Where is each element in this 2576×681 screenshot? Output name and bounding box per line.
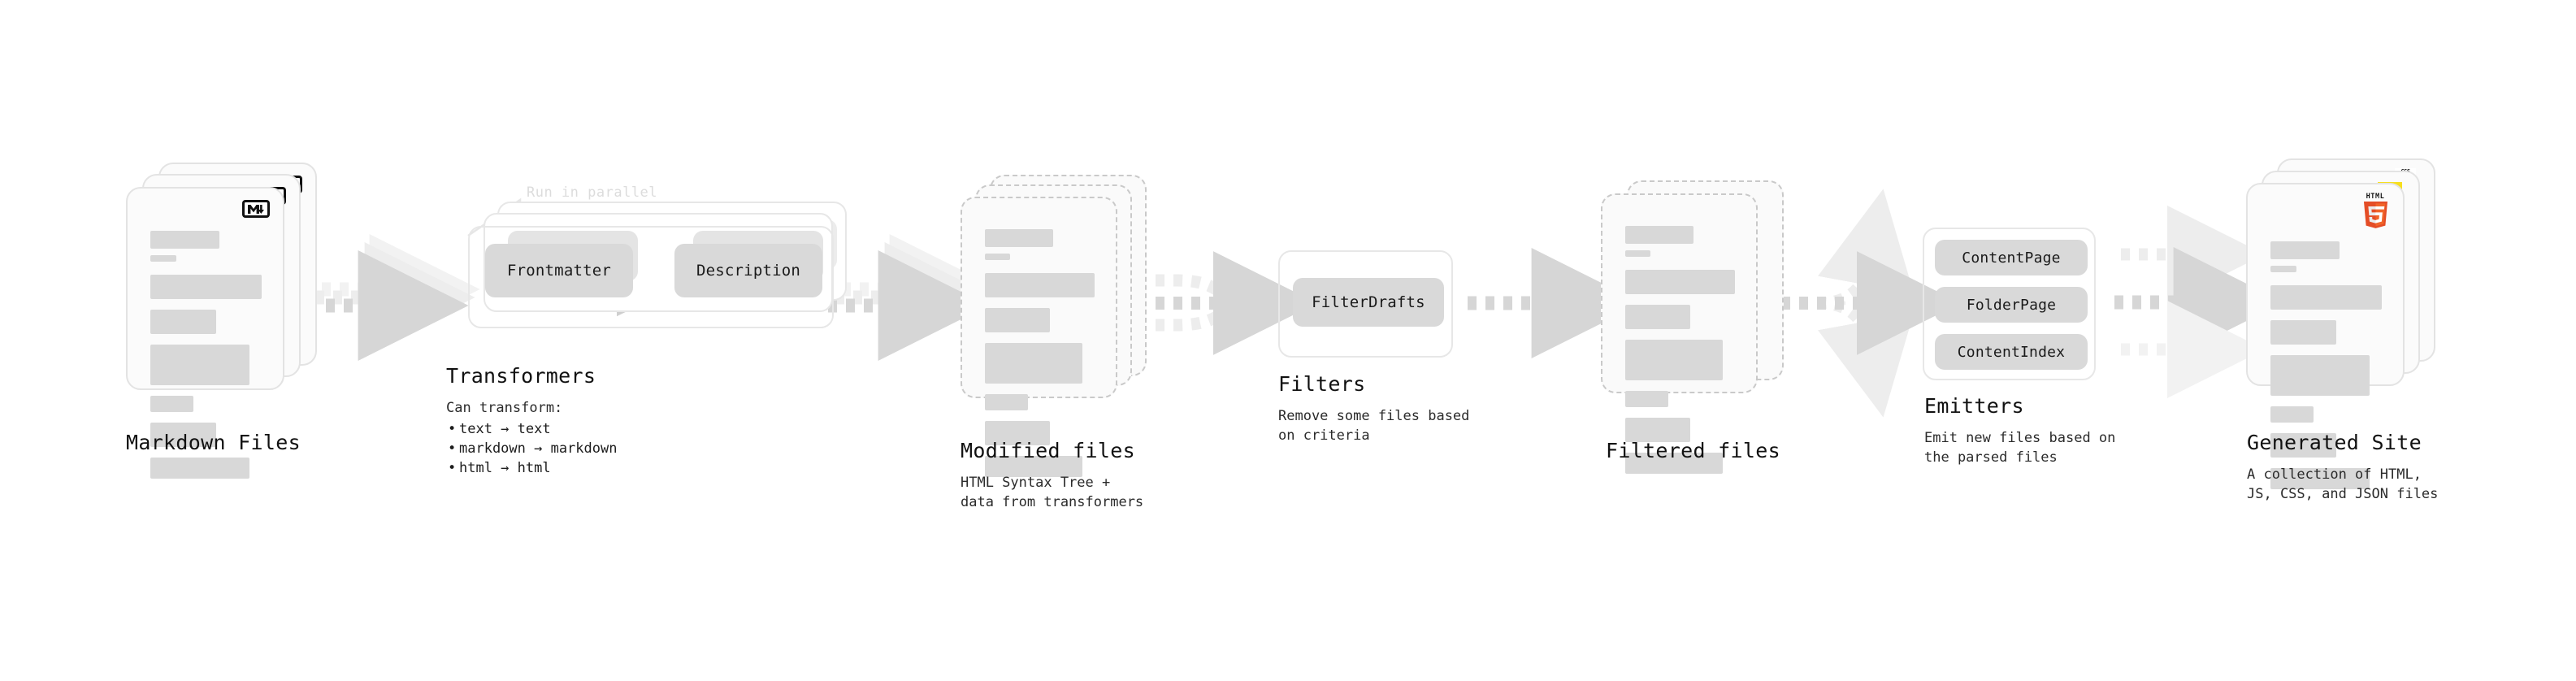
site-card-front: HTML (2246, 183, 2405, 489)
stage-title: Filters (1278, 372, 1366, 396)
stage-desc-line: Emit new files based on (1924, 430, 2116, 446)
pill-frontmatter[interactable]: Frontmatter (485, 244, 633, 297)
stage-title: Transformers (446, 364, 596, 388)
stage-desc-line: Can transform: (446, 400, 563, 416)
stage-desc: Can transform: text → text markdown → ma… (446, 398, 617, 478)
filtered-card-front (1601, 193, 1758, 474)
stage-markdown-files: Markdown Files (126, 163, 317, 479)
caption-emitters: Emitters Emit new files based on the par… (1924, 394, 2115, 467)
run-in-parallel-label: Run in parallel (527, 184, 658, 201)
stage-desc-line: A collection of HTML, (2247, 466, 2422, 483)
flow-markdown-to-transformers (308, 234, 480, 361)
stage-title: Filtered files (1606, 439, 1780, 462)
emitters-box[interactable]: ContentPage FolderPage ContentIndex (1923, 228, 2096, 380)
stage-title: Modified files (961, 439, 1135, 462)
caption-generated-site: Generated Site A collection of HTML, JS,… (2247, 431, 2438, 504)
stage-desc-line: JS, CSS, and JSON files (2247, 486, 2439, 502)
list-item: markdown → markdown (446, 439, 617, 458)
flow-emitters-to-site (2114, 206, 2284, 398)
filters-box[interactable]: FilterDrafts (1278, 250, 1453, 358)
html5-icon: HTML (2359, 193, 2392, 230)
modified-card-stack (961, 175, 1147, 477)
site-card-stack: CSS HTML (2246, 158, 2441, 489)
caption-markdown-files: Markdown Files (126, 431, 301, 455)
stage-desc: Emit new files based on the parsed files (1924, 428, 2115, 467)
list-item: text → text (446, 419, 617, 439)
stage-desc-line: data from transformers (961, 494, 1144, 510)
markdown-card-stack (126, 163, 317, 479)
pill-contentpage[interactable]: ContentPage (1935, 240, 2088, 275)
site-card-skeleton (2270, 241, 2382, 500)
stage-title: Markdown Files (126, 431, 301, 454)
stage-desc-line: HTML Syntax Tree + (961, 475, 1111, 491)
markdown-card-front (126, 187, 284, 479)
markdown-card-skeleton (150, 231, 262, 489)
caption-modified-files: Modified files HTML Syntax Tree + data f… (961, 439, 1143, 512)
modified-card-skeleton (985, 229, 1095, 488)
caption-filters: Filters Remove some files based on crite… (1278, 372, 1469, 445)
stage-filtered-files: Filtered files (1601, 180, 1784, 474)
markdown-icon (242, 200, 270, 218)
caption-transformers: Transformers Can transform: text → text … (446, 364, 617, 478)
stage-generated-site: CSS HTML (2246, 158, 2441, 502)
stage-modified-files: Modified files HTML Syntax Tree + data f… (961, 175, 1147, 510)
modified-card-front (961, 197, 1117, 477)
html5-badge-label: HTML (2366, 193, 2385, 201)
stage-desc: A collection of HTML, JS, CSS, and JSON … (2247, 465, 2438, 504)
flow-modified-to-filters (1138, 251, 1317, 355)
stage-title: Generated Site (2247, 431, 2422, 454)
flow-filtered-to-emitters (1781, 189, 1961, 418)
transform-capability-list: text → text markdown → markdown html → h… (446, 419, 617, 478)
transformer-box-front[interactable]: Frontmatter Description (468, 226, 834, 328)
pill-contentindex[interactable]: ContentIndex (1935, 334, 2088, 370)
filtered-card-stack (1601, 180, 1784, 474)
stage-desc: Remove some files based on criteria (1278, 406, 1469, 445)
filtered-card-skeleton (1625, 226, 1735, 484)
stage-title: Emitters (1924, 394, 2024, 418)
caption-filtered-files: Filtered files (1606, 439, 1780, 463)
pill-filterdrafts[interactable]: FilterDrafts (1293, 278, 1444, 327)
pill-folderpage[interactable]: FolderPage (1935, 287, 2088, 323)
list-item: html → html (446, 458, 617, 478)
stage-desc: HTML Syntax Tree + data from transformer… (961, 473, 1143, 512)
pill-description[interactable]: Description (674, 244, 822, 297)
stage-desc-line: Remove some files based (1278, 408, 1470, 424)
stage-desc-line: the parsed files (1924, 449, 2058, 466)
stage-desc-line: on criteria (1278, 427, 1370, 444)
